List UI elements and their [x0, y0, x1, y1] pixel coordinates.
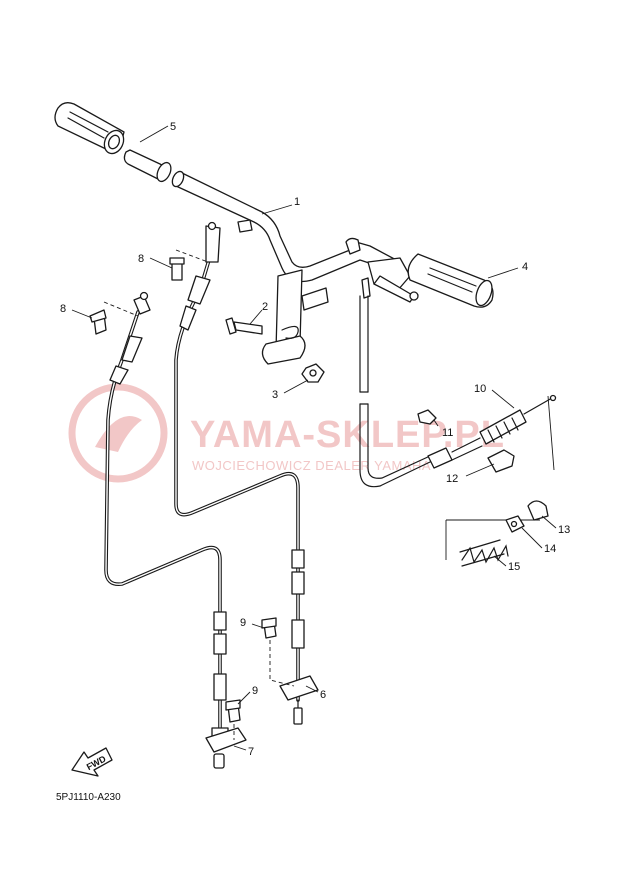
lever-cable	[359, 295, 431, 488]
spring-part-15	[459, 539, 509, 567]
callout-15: 15	[508, 561, 520, 573]
screw-9-lower	[225, 699, 241, 723]
callout-14: 14	[544, 543, 556, 555]
fwd-arrow-icon: FWD	[71, 747, 113, 777]
brake-cable-part-10	[427, 394, 557, 521]
assembly-dashed-lines	[103, 249, 295, 740]
clip-part-11	[417, 409, 437, 425]
screw-8-lower	[89, 309, 107, 335]
callout-2: 2	[262, 301, 268, 313]
callout-8-upper: 8	[138, 253, 144, 265]
throttle-cable-outer	[104, 291, 247, 769]
right-grip	[407, 253, 494, 308]
callout-12: 12	[446, 473, 458, 485]
diagram-code: 5PJ1110-A230	[56, 792, 121, 803]
watermark-tagline: WOJCIECHOWICZ DEALER YAMAHA	[192, 458, 431, 473]
callout-13: 13	[558, 524, 570, 536]
holder-part-12	[487, 449, 515, 473]
screw-9-upper	[261, 617, 277, 639]
callout-9-lower: 9	[252, 685, 258, 697]
handlebar	[171, 170, 401, 283]
collar-part-14	[505, 515, 525, 533]
watermark-brand: YAMA-SKLEP.PL	[190, 414, 505, 456]
nut-part-3	[301, 363, 325, 383]
callout-1: 1	[294, 196, 300, 208]
callout-11: 11	[442, 427, 453, 439]
cap-part-13	[527, 500, 549, 521]
right-lever-assembly	[361, 257, 419, 303]
left-grip	[54, 102, 125, 155]
callout-7: 7	[248, 746, 254, 758]
callout-5: 5	[170, 121, 176, 133]
inner-grip-sleeve	[123, 149, 172, 183]
callout-3: 3	[272, 389, 278, 401]
callout-4: 4	[522, 261, 528, 273]
callout-8-lower: 8	[60, 303, 66, 315]
callouts: 1 2 3 4 5 6 7 8 8 9 9 10 11 12 13 14 15	[60, 121, 570, 758]
throttle-cable-inner	[174, 221, 319, 725]
callout-6: 6	[320, 689, 326, 701]
screw-8-upper	[169, 257, 185, 281]
stem-clamp	[261, 269, 329, 365]
bolt-part-2	[225, 317, 263, 335]
callout-10: 10	[474, 383, 486, 395]
callout-9-upper: 9	[240, 617, 246, 629]
